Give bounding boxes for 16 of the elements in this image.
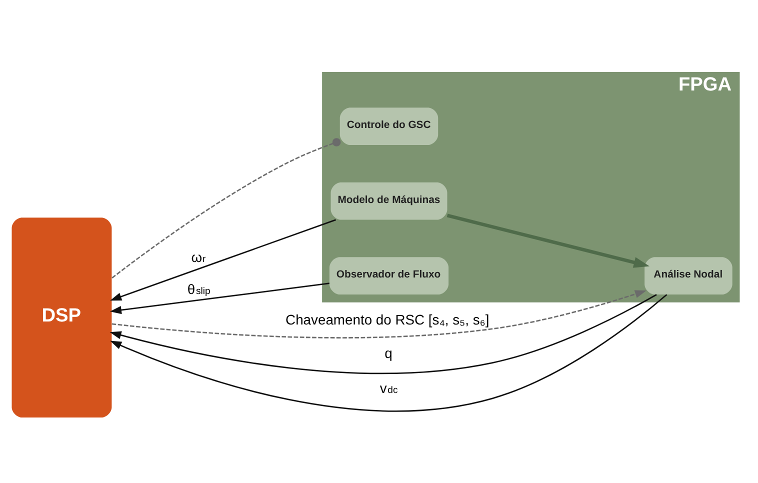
connector xyxy=(112,138,341,278)
edge-label: ωr xyxy=(191,248,206,265)
arrow xyxy=(110,294,668,412)
edge-label: vdc xyxy=(380,380,398,396)
node-box: Observador de Fluxo xyxy=(329,257,449,295)
arrow xyxy=(110,294,657,374)
node-box: DSP xyxy=(12,218,112,418)
node-box: Análise Nodal xyxy=(644,257,732,295)
arrow xyxy=(110,282,330,314)
edge-label: q xyxy=(384,345,392,362)
arrow xyxy=(446,214,650,268)
edge-label: θslip xyxy=(187,280,210,297)
arrow xyxy=(112,290,646,338)
edge-label: Chaveamento do RSC [s₄, s₅, s₆] xyxy=(286,311,490,328)
node-box: Modelo de Máquinas xyxy=(330,182,448,220)
node-box: Controle do GSC xyxy=(340,108,438,146)
